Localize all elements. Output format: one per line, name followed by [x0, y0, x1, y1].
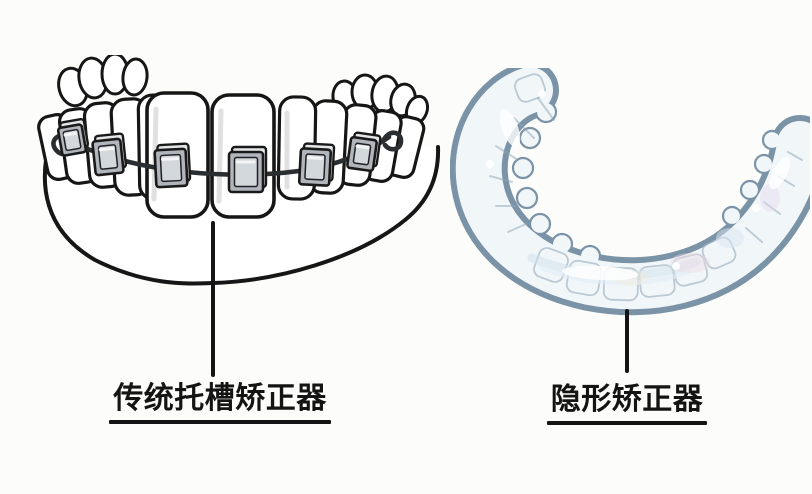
right-caption-underline	[547, 421, 707, 425]
braces-back-teeth	[57, 55, 430, 126]
aligner-iridescence	[612, 184, 780, 286]
aligner-highlights	[486, 90, 791, 281]
left-leader-line	[211, 221, 215, 377]
right-caption: 隐形矫正器	[547, 383, 707, 425]
right-caption-text: 隐形矫正器	[550, 383, 704, 416]
left-caption-text: 传统托槽矫正器	[113, 382, 327, 415]
left-caption-underline	[109, 420, 331, 424]
clear-aligner-illustration	[450, 68, 810, 316]
left-caption: 传统托槽矫正器	[109, 382, 331, 424]
traditional-braces-illustration	[37, 55, 441, 286]
right-leader-line	[625, 309, 629, 373]
braces-brackets	[56, 117, 382, 194]
